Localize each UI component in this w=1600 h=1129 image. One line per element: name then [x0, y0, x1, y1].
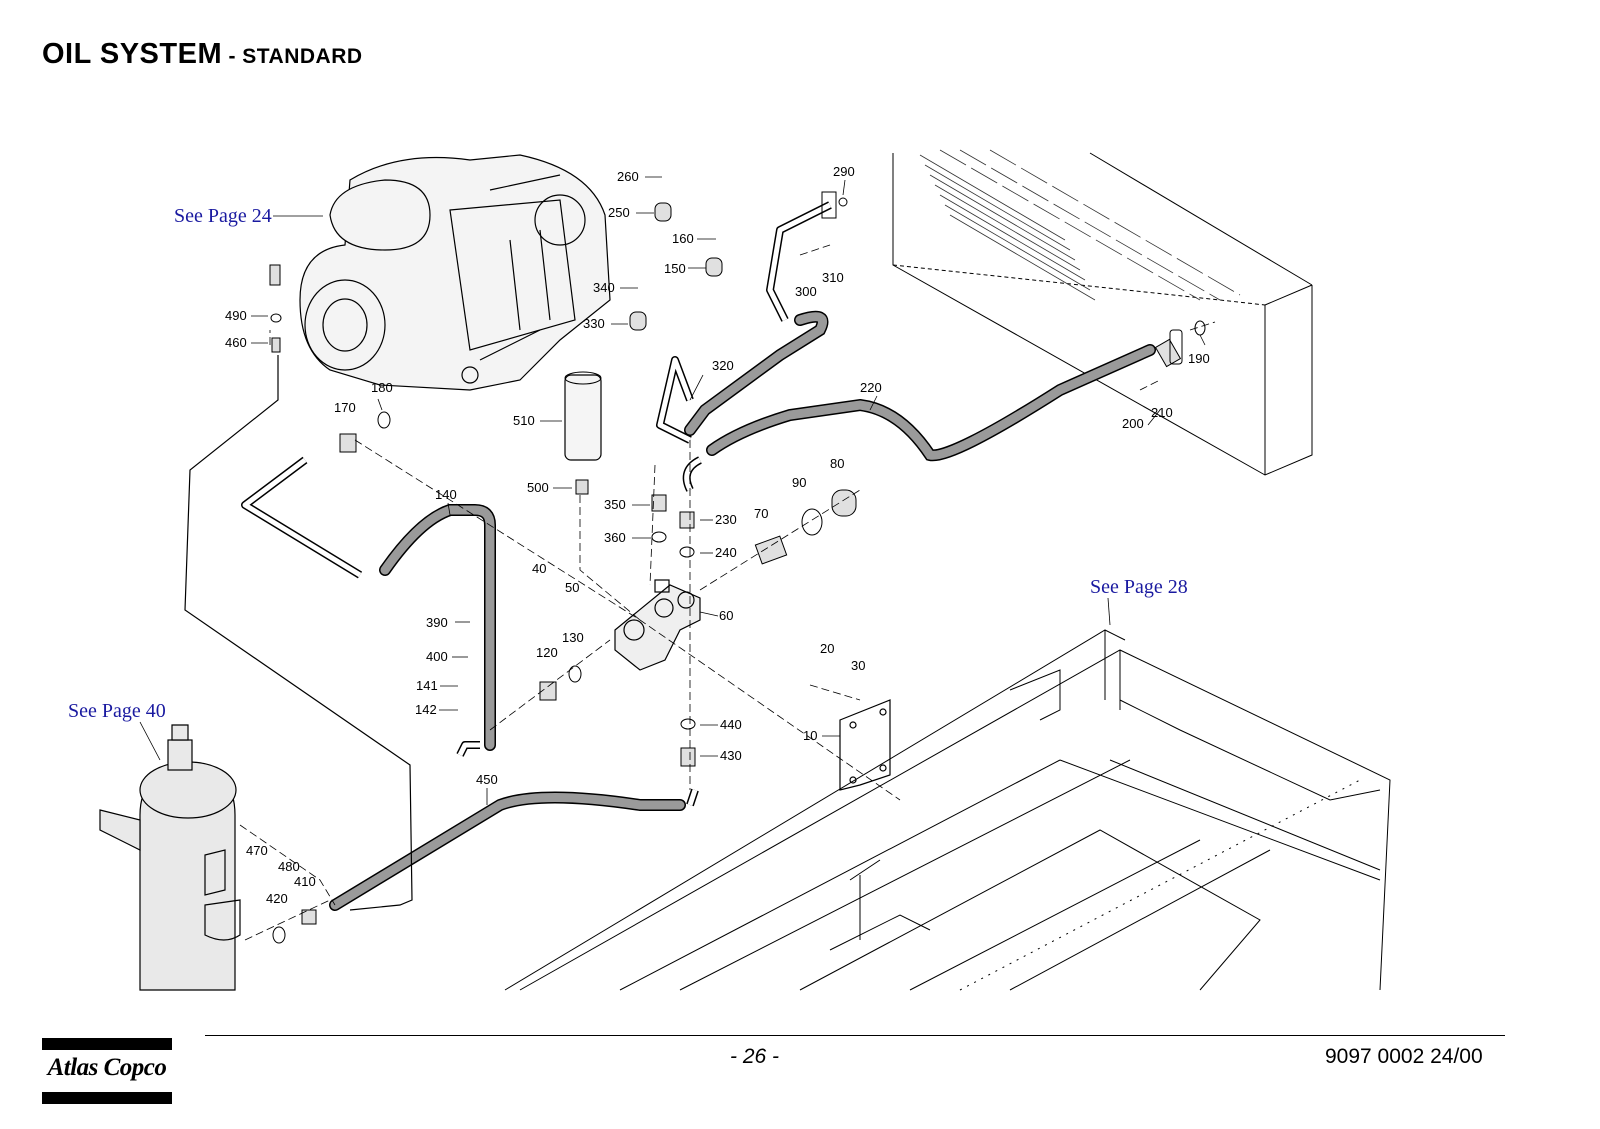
- callout-120: 120: [536, 645, 558, 660]
- callout-500: 500: [527, 480, 549, 495]
- callout-300: 300: [795, 284, 817, 299]
- see-page-24: See Page 24: [174, 205, 272, 227]
- callout-440: 440: [720, 717, 742, 732]
- callout-510: 510: [513, 413, 535, 428]
- callout-330: 330: [583, 316, 605, 331]
- callout-142: 142: [415, 702, 437, 717]
- callout-260: 260: [617, 169, 639, 184]
- callout-220: 220: [860, 380, 882, 395]
- receiver-vessel: [99, 724, 241, 991]
- compressor-element: [299, 154, 611, 391]
- callout-470: 470: [246, 843, 268, 858]
- callout-410: 410: [294, 874, 316, 889]
- callout-230: 230: [715, 512, 737, 527]
- callout-150: 150: [664, 261, 686, 276]
- atlas-copco-logo: Atlas Copco: [42, 1038, 172, 1104]
- logo-bar-top: [42, 1038, 172, 1050]
- callout-200: 200: [1122, 416, 1144, 431]
- center-lines: [239, 244, 1216, 941]
- title-main: OIL SYSTEM: [42, 38, 223, 70]
- tubes: [241, 201, 832, 807]
- page-title: OIL SYSTEM - STANDARD: [42, 38, 363, 71]
- frame-drawing: [504, 629, 1391, 991]
- callout-250: 250: [608, 205, 630, 220]
- callout-190: 190: [1188, 351, 1210, 366]
- callout-20: 20: [820, 641, 834, 656]
- callout-141: 141: [416, 678, 438, 693]
- fittings: [269, 191, 1206, 944]
- logo-bar-bottom: [42, 1092, 172, 1104]
- leader-lines: [139, 176, 1206, 805]
- footer-rule: [205, 1035, 1505, 1036]
- callout-90: 90: [792, 475, 806, 490]
- callout-40: 40: [532, 561, 546, 576]
- oil-filter: [564, 371, 602, 495]
- callout-70: 70: [754, 506, 768, 521]
- logo-wordmark: Atlas Copco: [47, 1054, 167, 1081]
- oil-system-diagram: 10 20 30 40 50 60 70 80 90 120 130 140 1…: [68, 149, 1391, 991]
- callout-420: 420: [266, 891, 288, 906]
- callout-460: 460: [225, 335, 247, 350]
- callout-210: 210: [1151, 405, 1173, 420]
- thermostatic-valve-block: [614, 579, 701, 671]
- callout-350: 350: [604, 497, 626, 512]
- callout-390: 390: [426, 615, 448, 630]
- callout-50: 50: [565, 580, 579, 595]
- callout-180: 180: [371, 380, 393, 395]
- bracket-10: [839, 699, 891, 791]
- callout-labels: 10 20 30 40 50 60 70 80 90 120 130 140 1…: [225, 164, 1210, 906]
- callout-430: 430: [720, 748, 742, 763]
- callout-80: 80: [830, 456, 844, 471]
- callout-290: 290: [833, 164, 855, 179]
- callout-240: 240: [715, 545, 737, 560]
- callout-30: 30: [851, 658, 865, 673]
- callout-360: 360: [604, 530, 626, 545]
- callout-130: 130: [562, 630, 584, 645]
- document-number: 9097 0002 24/00: [1325, 1045, 1483, 1068]
- callout-310: 310: [822, 270, 844, 285]
- callout-490: 490: [225, 308, 247, 323]
- callout-170: 170: [334, 400, 356, 415]
- callout-340: 340: [593, 280, 615, 295]
- see-page-40: See Page 40: [68, 700, 166, 722]
- callout-450: 450: [476, 772, 498, 787]
- drain-line: [184, 355, 413, 911]
- callout-480: 480: [278, 859, 300, 874]
- see-page-28: See Page 28: [1090, 576, 1188, 598]
- see-page-references: See Page 24 See Page 28 See Page 40: [68, 205, 1188, 722]
- page-number: - 26 -: [730, 1045, 780, 1068]
- callout-160: 160: [672, 231, 694, 246]
- hoses: [329, 310, 1156, 911]
- callout-140: 140: [435, 487, 457, 502]
- callout-320: 320: [712, 358, 734, 373]
- callout-10: 10: [803, 728, 817, 743]
- cooler-drawing: [892, 149, 1313, 476]
- title-sub: - STANDARD: [222, 45, 363, 68]
- callout-400: 400: [426, 649, 448, 664]
- callout-60: 60: [719, 608, 733, 623]
